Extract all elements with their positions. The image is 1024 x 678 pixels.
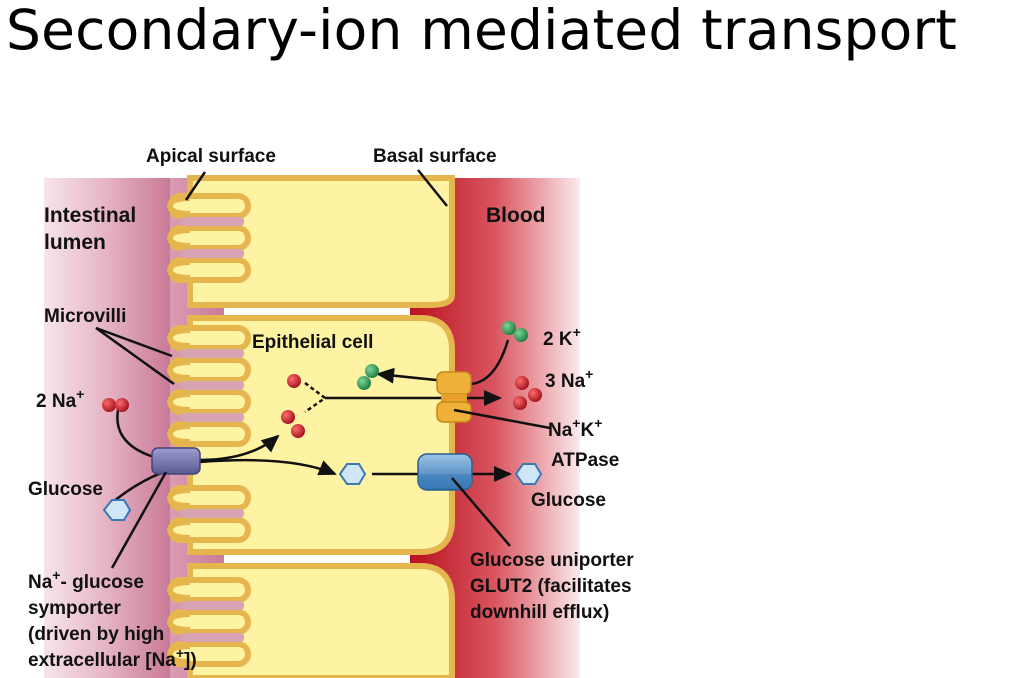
na-k-atpase [436,371,472,423]
uniporter-label-line3: downhill efflux) [470,602,609,623]
epithelial-cell-bottom [187,563,455,678]
atpase-label-line1: Na+K+ [548,415,602,441]
sodium-ions-blood [513,376,542,410]
na-glucose-symporter [151,447,201,475]
symporter-label-line3: (driven by high [28,624,164,645]
glut2-uniporter [417,453,473,491]
epithelial-cell-label: Epithelial cell [252,332,373,353]
leader-lines [95,169,551,569]
symporter-label-line1: Na+- glucose [28,567,144,593]
glucose-molecule-cell [338,463,367,485]
basal-surface-label: Basal surface [373,146,497,167]
glucose-molecule-blood [514,463,543,485]
intestinal-label: Intestinal [44,204,136,227]
microvilli-label: Microvilli [44,306,126,327]
sodium-ions-lumen [102,398,129,412]
glucose-blood-label: Glucose [531,490,606,511]
glucose-molecule-lumen [102,499,132,521]
sodium-ions-cell [281,374,305,438]
lumen-label: lumen [44,231,106,254]
three-sodium-label: 3 Na+ [545,366,593,392]
uniporter-label-line1: Glucose uniporter [470,550,634,571]
potassium-ions-cell [357,364,379,390]
glucose-lumen-label: Glucose [28,479,103,500]
symporter-label-line4: extracellular [Na+]) [28,645,197,671]
symporter-label-line2: symporter [28,598,122,619]
microvilli-tips [166,195,191,665]
apical-surface-label: Apical surface [146,146,276,167]
two-potassium-label: 2 K+ [543,324,581,350]
potassium-ions-blood [502,321,528,342]
sodium-converge-dash [304,382,328,414]
blood-label: Blood [486,204,545,227]
atpase-label-line2: ATPase [551,450,619,471]
uniporter-label-line2: GLUT2 (facilitates [470,576,632,597]
epithelial-cell-top [187,175,455,308]
two-sodium-label: 2 Na+ [36,386,84,412]
slide-title: Secondary-ion mediated transport [6,0,958,62]
